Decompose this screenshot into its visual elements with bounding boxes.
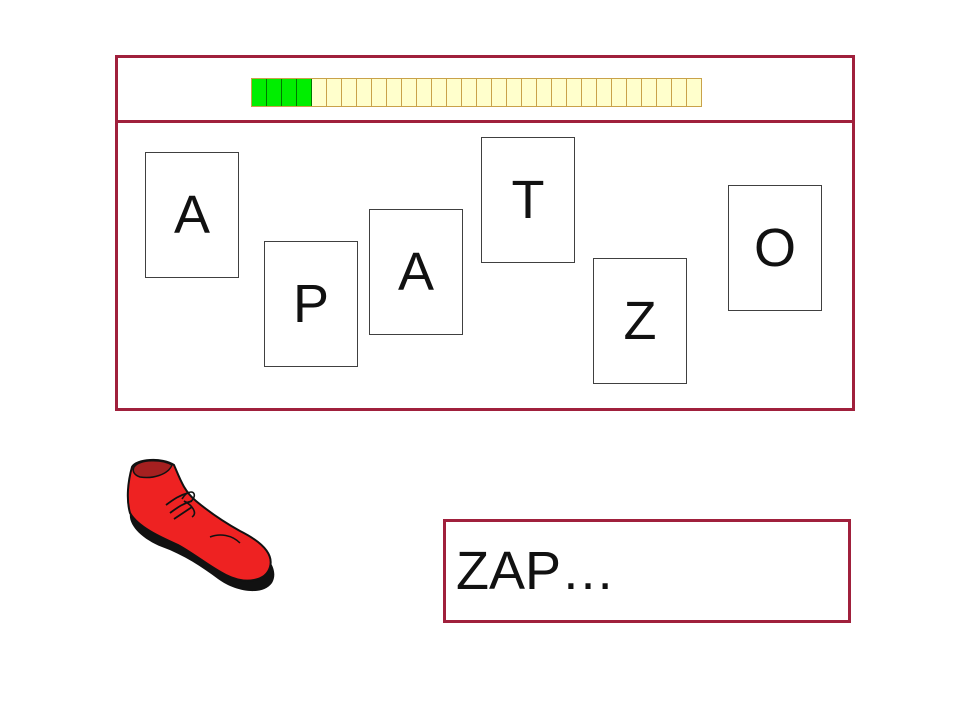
progress-segment-empty	[522, 79, 537, 106]
progress-segment-empty	[342, 79, 357, 106]
progress-segment-empty	[552, 79, 567, 106]
progress-segment-empty	[402, 79, 417, 106]
letter-tile[interactable]: T	[481, 137, 575, 263]
progress-segment-filled	[297, 79, 312, 106]
progress-segment-empty	[372, 79, 387, 106]
progress-segment-empty	[327, 79, 342, 106]
letter-board	[115, 55, 855, 411]
tile-letter: T	[511, 170, 545, 230]
progress-segment-filled	[267, 79, 282, 106]
tile-letter: A	[173, 185, 211, 245]
answer-box: ZAP…	[443, 519, 851, 623]
progress-segment-empty	[417, 79, 432, 106]
progress-segment-empty	[477, 79, 492, 106]
progress-segment-empty	[492, 79, 507, 106]
progress-segment-empty	[567, 79, 582, 106]
progress-segment-empty	[597, 79, 612, 106]
tile-letter: Z	[623, 291, 657, 351]
progress-segment-filled	[282, 79, 297, 106]
progress-segment-empty	[657, 79, 672, 106]
tile-letter: P	[292, 274, 330, 334]
progress-segment-empty	[447, 79, 462, 106]
progress-segment-empty	[507, 79, 522, 106]
progress-segment-empty	[312, 79, 327, 106]
progress-segment-empty	[642, 79, 657, 106]
board-header	[118, 58, 852, 123]
tile-letter: A	[397, 242, 435, 302]
answer-text: ZAP…	[456, 541, 616, 601]
letter-tile[interactable]: A	[369, 209, 463, 335]
tile-letter: O	[753, 218, 796, 278]
progress-segment-filled	[252, 79, 267, 106]
progress-segment-empty	[687, 79, 702, 106]
progress-segment-empty	[582, 79, 597, 106]
progress-segment-empty	[432, 79, 447, 106]
letter-tile[interactable]: P	[264, 241, 358, 367]
progress-segment-empty	[612, 79, 627, 106]
letter-tile[interactable]: Z	[593, 258, 687, 384]
progress-segment-empty	[462, 79, 477, 106]
progress-segment-empty	[672, 79, 687, 106]
progress-segment-empty	[357, 79, 372, 106]
letter-tile[interactable]: A	[145, 152, 239, 278]
progress-bar	[251, 78, 702, 107]
progress-segment-empty	[627, 79, 642, 106]
red-shoe-icon	[126, 459, 275, 592]
letter-tile[interactable]: O	[728, 185, 822, 311]
progress-segment-empty	[537, 79, 552, 106]
progress-segment-empty	[387, 79, 402, 106]
